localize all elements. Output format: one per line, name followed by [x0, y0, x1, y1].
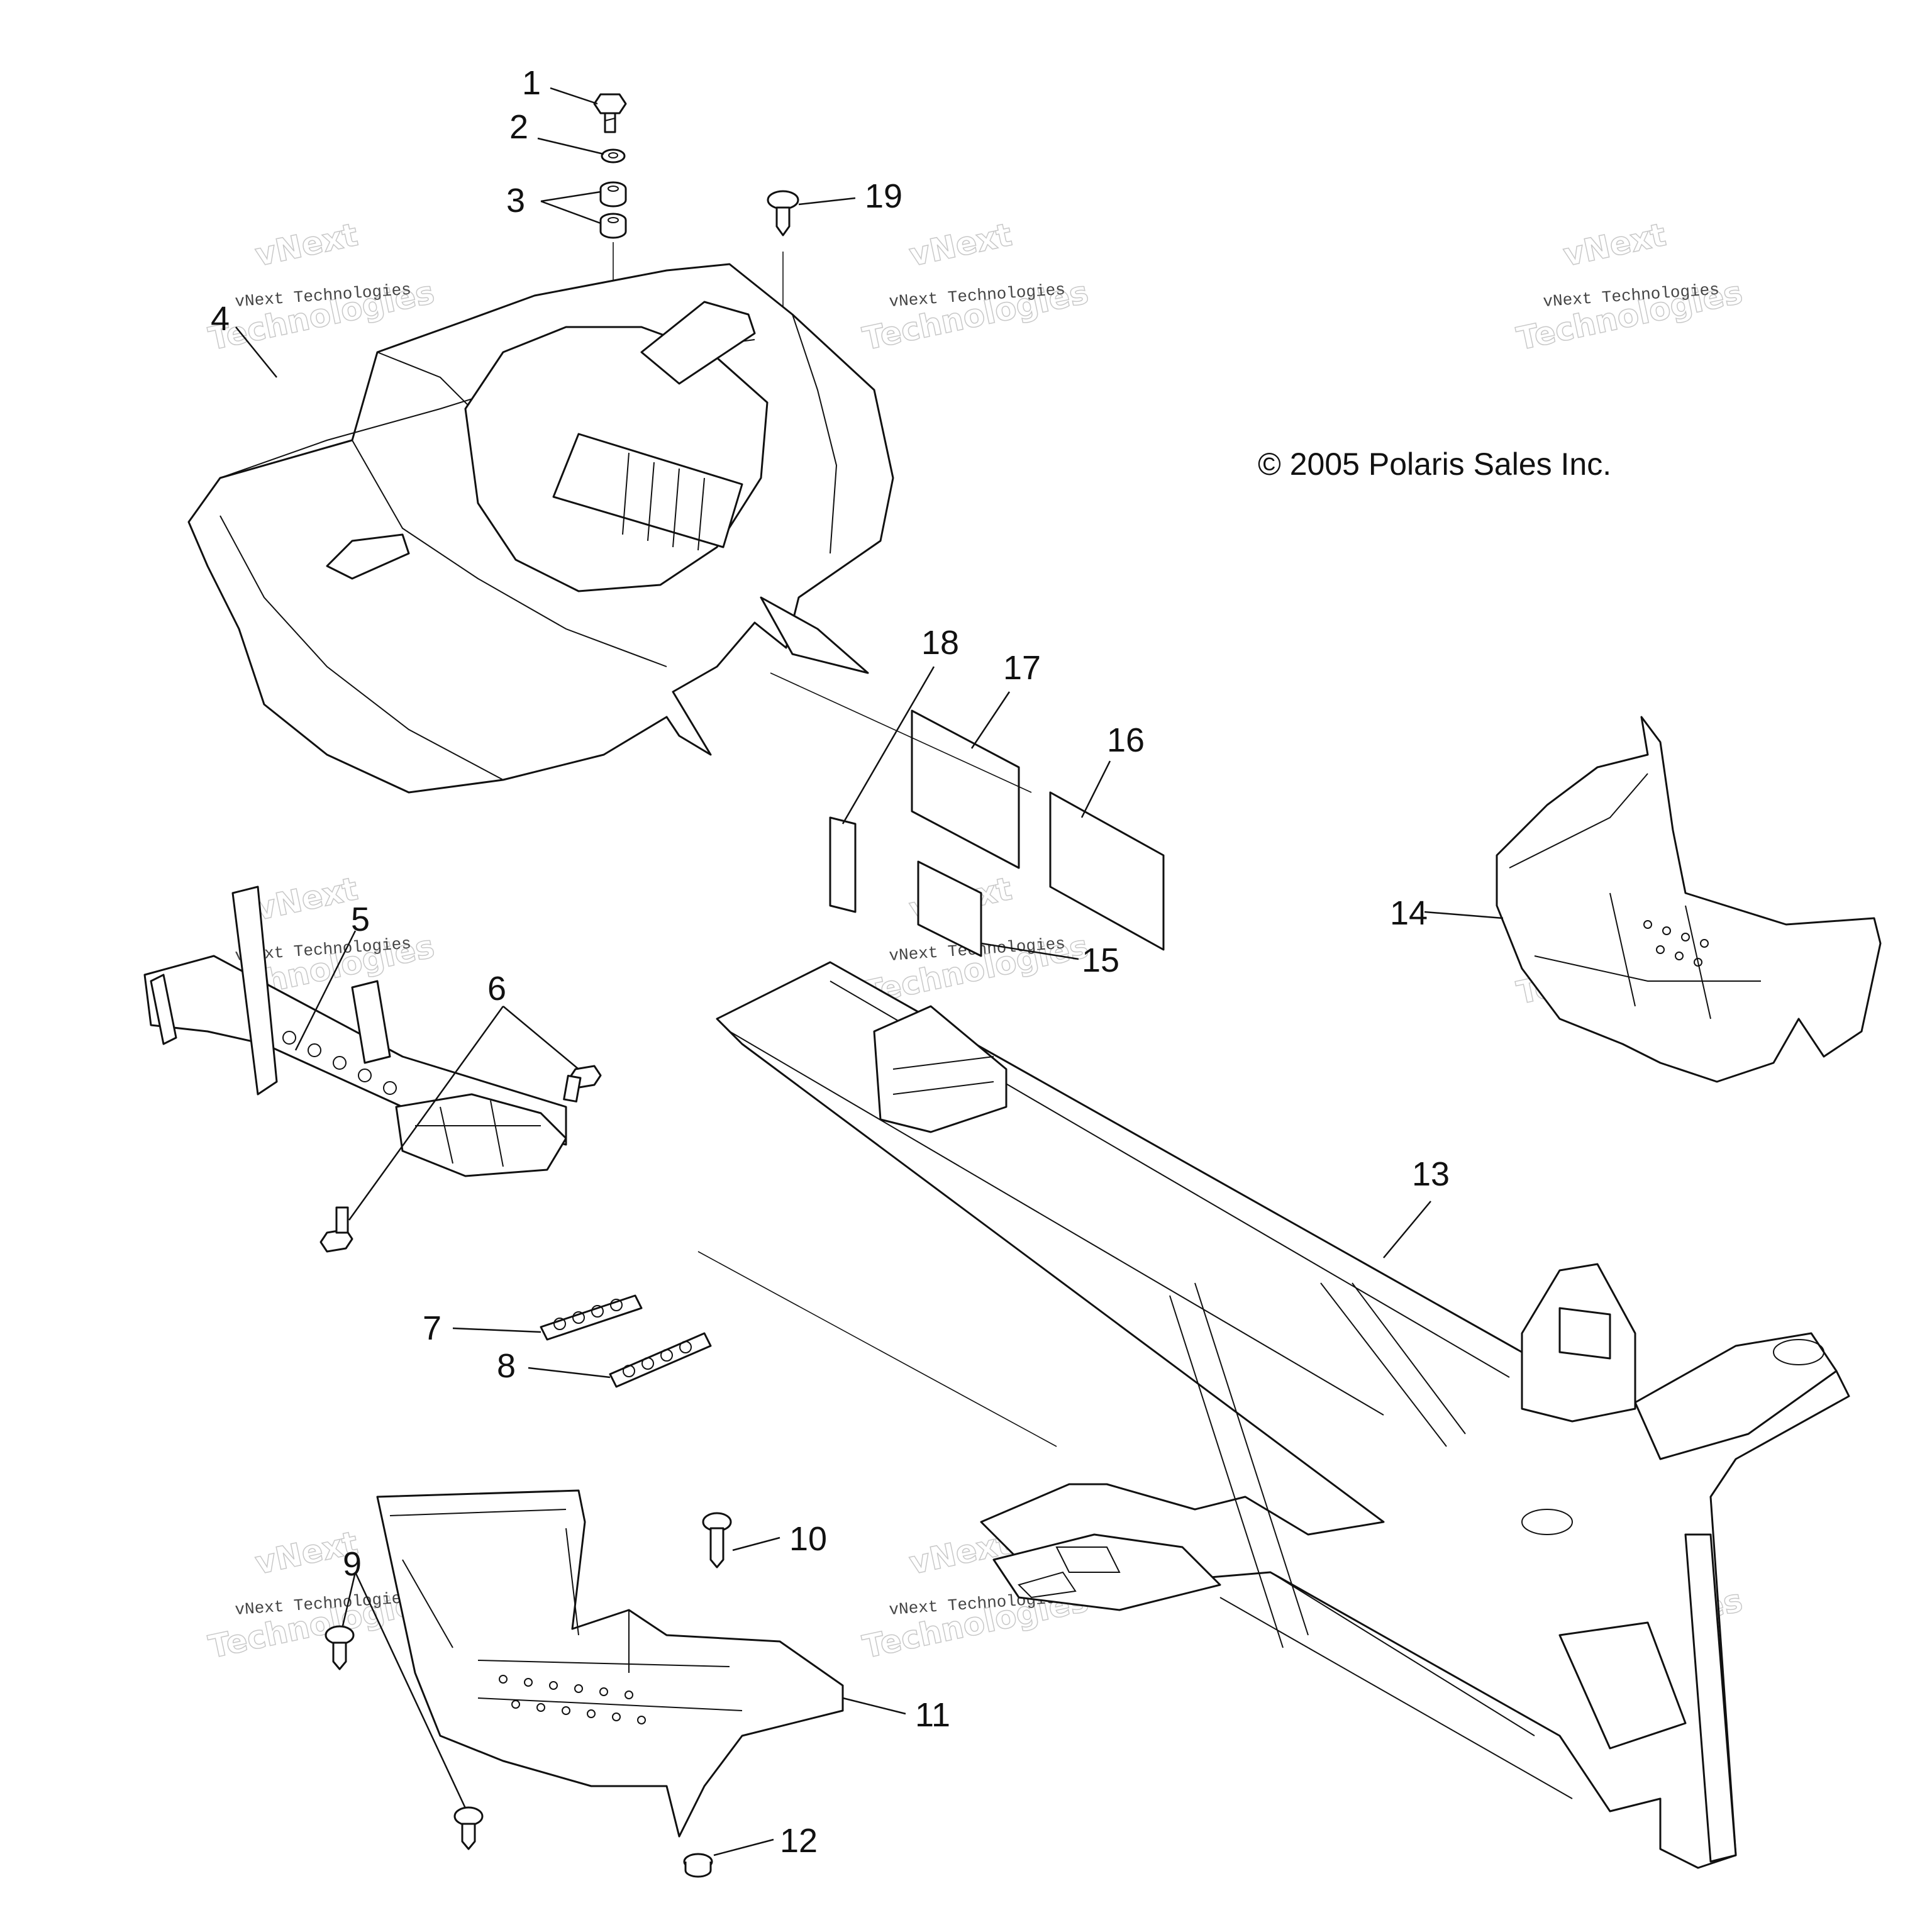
callout-2: 2 [509, 108, 528, 146]
callout-6: 6 [487, 970, 506, 1008]
copyright-notice: © 2005 Polaris Sales Inc. [1258, 447, 1611, 482]
part-4-rear-cab [187, 263, 894, 794]
leader-5 [294, 930, 357, 1051]
leader-11 [842, 1697, 906, 1715]
watermark-top-middle: vNext Technologies vNext Technologies [859, 216, 1092, 358]
leader-10 [732, 1536, 780, 1552]
watermark-big-line-1: vNext [252, 216, 361, 274]
callout-labels: 1 2 3 4 5 6 7 8 9 10 11 12 13 14 15 16 1… [211, 64, 1450, 1860]
callout-13: 13 [1412, 1155, 1450, 1193]
leader-13 [1383, 1201, 1431, 1258]
part-7-strip [540, 1294, 643, 1341]
part-17-decal [911, 709, 1020, 869]
callout-14: 14 [1390, 894, 1428, 932]
callout-16: 16 [1107, 721, 1145, 759]
part-18-decal [829, 816, 857, 913]
part-11-footwell [376, 1489, 844, 1838]
part-6-bolt-left [319, 1206, 353, 1253]
part-13-frame [716, 961, 1850, 1869]
watermark-top-left: vNext Technologies vNext Technologies [205, 216, 438, 358]
assembly-line-decal [770, 672, 1032, 793]
leader-6b [348, 1006, 504, 1221]
leader-17 [970, 691, 1011, 749]
leader-14 [1424, 911, 1504, 919]
callout-19: 19 [865, 177, 902, 215]
part-9-push-rivet-bottom [453, 1806, 484, 1850]
leader-4 [235, 326, 277, 378]
callout-5: 5 [351, 901, 370, 938]
callout-3: 3 [506, 182, 525, 219]
leader-9b [354, 1572, 467, 1809]
leader-6a [502, 1006, 579, 1070]
callout-8: 8 [497, 1347, 516, 1385]
watermark-big-line-1: vNext [252, 870, 361, 928]
leader-16 [1080, 760, 1111, 818]
leader-8 [528, 1367, 611, 1379]
callout-4: 4 [211, 300, 230, 338]
leader-12 [713, 1838, 774, 1857]
callout-7: 7 [423, 1309, 441, 1347]
part-3-grommets [599, 181, 627, 239]
leader-7 [452, 1327, 541, 1333]
leader-3b [540, 200, 601, 225]
part-15-decal [917, 860, 982, 957]
leader-3a [540, 191, 601, 203]
part-5-footrest-bracket [143, 886, 567, 1177]
footwell-14-traction-holes [1643, 920, 1709, 967]
part-12-nut [683, 1853, 713, 1878]
watermark-top-right: vNext Technologies vNext Technologies [1513, 216, 1746, 358]
callout-11: 11 [915, 1696, 950, 1734]
callout-17: 17 [1003, 649, 1041, 687]
part-14-footwell [1496, 716, 1882, 1083]
watermark-big-line-1: vNext [1560, 216, 1669, 274]
callout-10: 10 [789, 1520, 827, 1558]
leader-18 [841, 666, 935, 824]
footwell-traction-holes [499, 1675, 646, 1724]
part-2-washer [601, 148, 626, 164]
leader-9a [341, 1572, 357, 1626]
callout-9: 9 [343, 1545, 362, 1583]
leader-19 [798, 197, 856, 206]
leader-lines [235, 87, 1504, 1857]
part-16-decal [1049, 791, 1165, 951]
part-10-bolt [702, 1512, 732, 1568]
callout-1: 1 [522, 64, 541, 102]
leader-15 [980, 942, 1079, 960]
callout-15: 15 [1082, 941, 1119, 979]
part-8-strip [609, 1332, 712, 1388]
part-9-push-rivet-top [325, 1625, 355, 1670]
leader-2 [537, 137, 604, 155]
part-6-bolt-right [563, 1065, 602, 1102]
callout-18: 18 [921, 624, 959, 662]
watermark-big-line-1: vNext [906, 216, 1015, 274]
assembly-line-footrest [697, 1251, 1057, 1447]
leader-1 [550, 87, 598, 105]
callout-12: 12 [780, 1822, 818, 1860]
part-19-push-rivet [767, 190, 799, 236]
part-1-bolt [593, 93, 627, 133]
